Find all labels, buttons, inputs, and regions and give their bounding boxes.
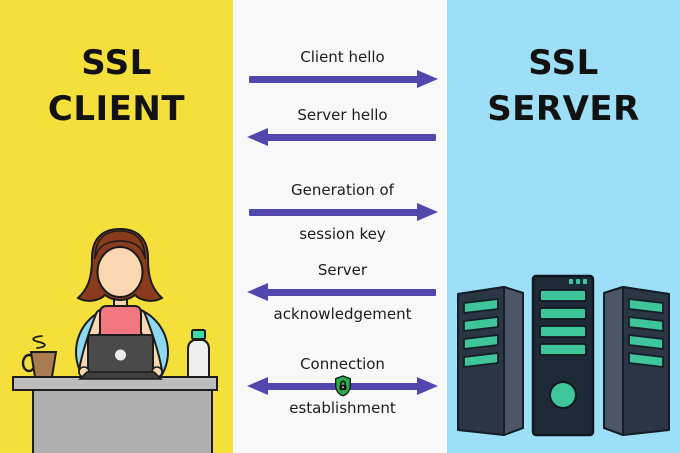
- step-label-top: Generation of: [291, 181, 394, 199]
- server-title-line2: SERVER: [487, 89, 640, 129]
- arrowhead-left-icon: [247, 128, 268, 146]
- woman-at-laptop-illustration: [12, 227, 218, 453]
- arrowhead-left-icon: [247, 283, 268, 301]
- step-label-top: Server: [317, 261, 368, 279]
- laptop-icon: [78, 334, 163, 380]
- handshake-step: Server acknowledgement: [247, 261, 438, 324]
- step-label-top: Connection: [300, 355, 385, 373]
- message-arrow: [247, 128, 438, 146]
- laptop-base: [78, 371, 163, 380]
- message-arrow: [247, 203, 438, 221]
- server-title-line1: SSL: [528, 43, 599, 83]
- laptop-logo: [115, 349, 126, 361]
- face: [96, 246, 144, 298]
- client-panel: SSL CLIENT: [0, 0, 233, 453]
- power-circle: [549, 381, 577, 409]
- desk: [12, 376, 218, 453]
- client-title: SSL CLIENT: [0, 40, 233, 132]
- handshake-step: Connection establishment: [247, 355, 438, 418]
- arrow-shaft: [249, 209, 421, 216]
- step-label-bottom: acknowledgement: [273, 305, 412, 323]
- handshake-step: Generation of session key: [247, 181, 438, 244]
- handshake-step: Client hello: [247, 48, 438, 92]
- step-label-bottom: establishment: [289, 399, 396, 417]
- pink-top: [99, 305, 142, 342]
- message-arrow: [247, 375, 438, 397]
- status-lights: [569, 279, 587, 284]
- server-tower-left: [457, 286, 524, 436]
- arrow-shaft: [264, 289, 436, 296]
- client-title-line2: CLIENT: [47, 89, 186, 129]
- arrowhead-right-icon: [417, 203, 438, 221]
- server-tower-right: [603, 286, 670, 436]
- padlock-shield-icon: [334, 375, 352, 397]
- steam: [32, 335, 46, 349]
- handshake-steps: Client hello Server hello Generation of …: [233, 0, 447, 453]
- step-label-top: Server hello: [297, 106, 388, 124]
- server-panel: SSL SERVER: [447, 0, 680, 453]
- step-label-top: Client hello: [300, 48, 385, 66]
- client-title-line1: SSL: [81, 43, 152, 83]
- hair-fringe: [94, 230, 146, 260]
- coffee-mug-icon: [21, 335, 58, 378]
- arrowhead-left-icon: [247, 377, 268, 395]
- server-tower-middle: [531, 274, 595, 437]
- server-title: SSL SERVER: [447, 40, 680, 132]
- arrow-shaft: [264, 134, 436, 141]
- water-bottle-icon: [187, 329, 210, 378]
- message-arrow: [247, 70, 438, 88]
- server-rack-illustration: [457, 274, 670, 437]
- message-arrow: [247, 283, 438, 301]
- arrow-shaft: [249, 76, 421, 83]
- arrowhead-right-icon: [417, 377, 438, 395]
- handshake-panel: Client hello Server hello Generation of …: [233, 0, 447, 453]
- step-label-bottom: session key: [299, 225, 386, 243]
- handshake-step: Server hello: [247, 106, 438, 150]
- arrowhead-right-icon: [417, 70, 438, 88]
